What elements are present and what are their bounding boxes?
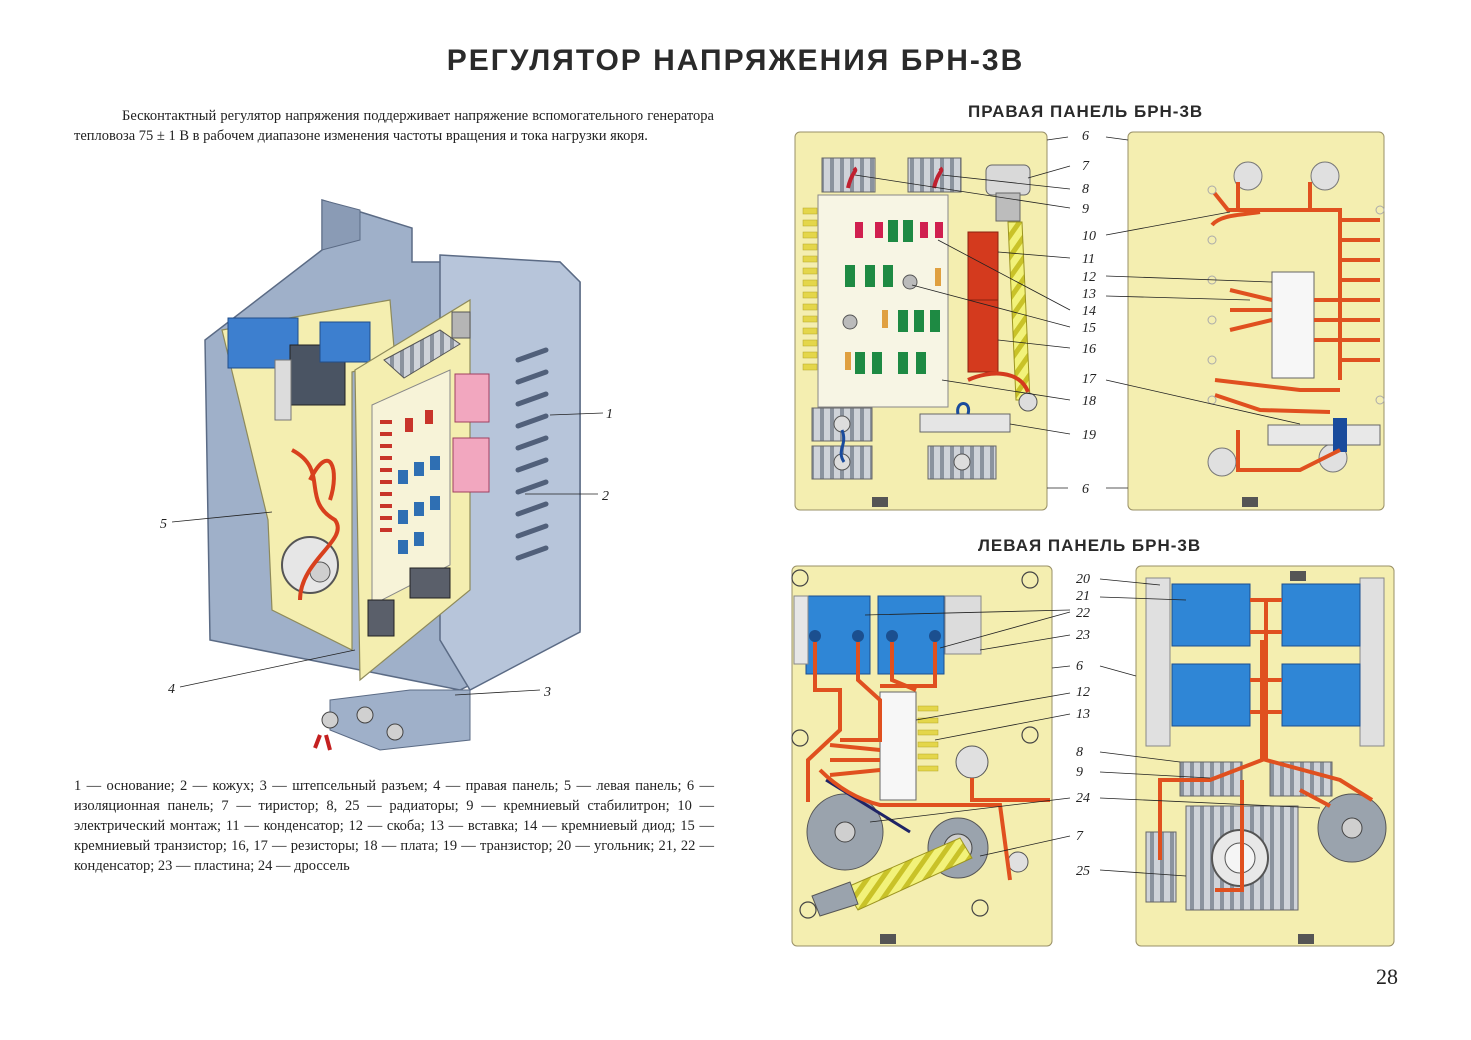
legend-caption: 1 — основание; 2 — кожух; 3 — штепсельны… xyxy=(74,778,714,874)
pcb-components xyxy=(398,456,440,554)
lp-label-24: 24 xyxy=(1076,791,1090,806)
lp-label-7: 7 xyxy=(1076,829,1084,844)
page-title: РЕГУЛЯТОР НАПРЯЖЕНИЯ БРН-3В xyxy=(446,44,1025,77)
rp-label-18: 18 xyxy=(1082,394,1096,409)
left-panel-part xyxy=(221,299,396,651)
lp-label-12: 12 xyxy=(1076,685,1090,700)
lp-label-8: 8 xyxy=(1076,745,1083,760)
rp-label-9: 9 xyxy=(1082,202,1089,217)
rp-label-17: 17 xyxy=(1082,372,1097,387)
lp-label-13: 13 xyxy=(1076,707,1090,722)
rp-label-7: 7 xyxy=(1082,159,1090,174)
lp-label-23: 23 xyxy=(1076,628,1090,643)
pcb-resistors xyxy=(380,420,392,532)
lp-label-6: 6 xyxy=(1076,659,1083,674)
label-5: 5 xyxy=(160,517,167,532)
rp-label-11: 11 xyxy=(1082,252,1095,267)
main-leaders xyxy=(171,412,604,696)
green-components xyxy=(845,220,940,374)
lp-label-9: 9 xyxy=(1076,765,1083,780)
left-panel-leaders xyxy=(864,578,1321,877)
rp-label-16: 16 xyxy=(1082,342,1096,357)
rp-label-12: 12 xyxy=(1082,270,1096,285)
lp-label-20: 20 xyxy=(1076,572,1090,587)
vent-slots xyxy=(515,347,549,561)
wiring-harness xyxy=(1210,182,1380,472)
rp-label-19: 19 xyxy=(1082,428,1096,443)
left-back-wiring xyxy=(1158,598,1374,892)
right-panel-title: ПРАВАЯ ПАНЕЛЬ БРН-3В xyxy=(968,102,1204,121)
red-components xyxy=(855,222,943,238)
rp-label-13: 13 xyxy=(1082,287,1096,302)
rp-label-10: 10 xyxy=(1082,229,1096,244)
left-panel-title: ЛЕВАЯ ПАНЕЛЬ БРН-3В xyxy=(978,536,1202,555)
rp-label-6a: 6 xyxy=(1082,129,1089,144)
rp-label-6c: 6 xyxy=(1082,482,1089,497)
label-4: 4 xyxy=(168,682,175,697)
terminal-strip xyxy=(802,207,818,371)
intro-paragraph: Бесконтактный регулятор напряжения подде… xyxy=(74,108,714,144)
terminal-holes xyxy=(1207,185,1385,405)
left-panel-front xyxy=(791,565,1053,947)
page-number: 28 xyxy=(1376,964,1398,989)
regulator-assembly xyxy=(204,198,581,751)
right-panel-back xyxy=(1127,131,1385,511)
lp-label-22: 22 xyxy=(1076,606,1090,621)
rp-label-8: 8 xyxy=(1082,182,1089,197)
label-1: 1 xyxy=(606,407,613,422)
label-3: 3 xyxy=(543,685,551,700)
lp-label-25: 25 xyxy=(1076,864,1090,879)
rp-label-14: 14 xyxy=(1082,304,1096,319)
left-panel-back xyxy=(1135,565,1395,947)
rp-label-15: 15 xyxy=(1082,321,1096,336)
right-panel-leaders xyxy=(854,136,1301,489)
label-2: 2 xyxy=(602,489,609,504)
lp-label-21: 21 xyxy=(1076,589,1090,604)
left-wiring xyxy=(806,642,1050,881)
right-panel-front xyxy=(794,131,1048,511)
cover-housing xyxy=(439,254,581,691)
